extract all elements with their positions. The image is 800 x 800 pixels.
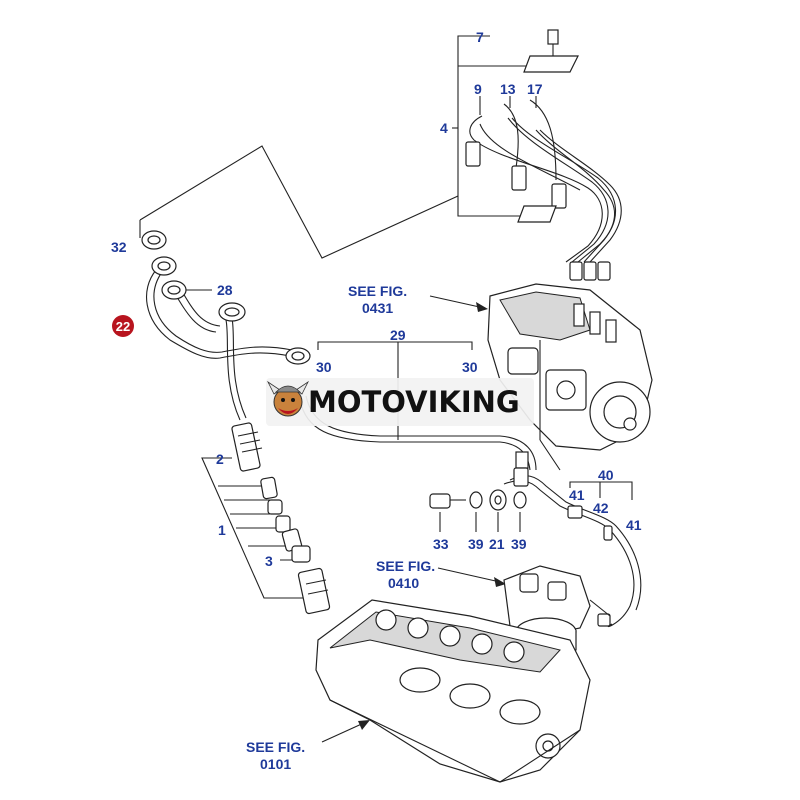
callout-30-left: 30 (316, 359, 332, 375)
callout-29: 29 (390, 327, 406, 343)
callout-22: 22 (116, 319, 130, 334)
highlight-circle (112, 315, 134, 337)
callout-28: 28 (217, 282, 233, 298)
callout-33: 33 (433, 536, 449, 552)
leader-lines (139, 35, 633, 743)
callout-41-upper: 41 (569, 487, 585, 503)
callout-labels: 7 9 13 17 4 32 28 29 30 30 2 1 3 40 41 4… (111, 29, 642, 569)
ref-0431-line1: SEE FIG. (348, 283, 407, 299)
ref-0101-line2: 0101 (260, 756, 291, 772)
nozzle-pipes (141, 230, 311, 421)
callout-3: 3 (265, 553, 273, 569)
callout-41-lower: 41 (626, 517, 642, 533)
callout-39-right: 39 (511, 536, 527, 552)
watermark-text: MOTOVIKING (308, 385, 520, 419)
callout-30-right: 30 (462, 359, 478, 375)
callout-1: 1 (218, 522, 226, 538)
callout-21: 21 (489, 536, 505, 552)
callout-4: 4 (440, 120, 448, 136)
callout-32: 32 (111, 239, 127, 255)
callout-42: 42 (593, 500, 609, 516)
viking-mascot-icon (266, 380, 310, 417)
injection-pump (487, 283, 653, 471)
return-fittings (429, 467, 642, 628)
injector-nozzle-assembly (231, 422, 331, 615)
ref-0101-line1: SEE FIG. (246, 739, 305, 755)
ref-0431-line2: 0431 (362, 300, 393, 316)
callout-9: 9 (474, 81, 482, 97)
watermark: MOTOVIKING (266, 378, 534, 426)
callout-7: 7 (476, 29, 484, 45)
callout-13: 13 (500, 81, 516, 97)
callout-2: 2 (216, 451, 224, 467)
callout-22-marker: 22 (112, 315, 134, 337)
ref-0410-line2: 0410 (388, 575, 419, 591)
figure-references: SEE FIG. 0431 SEE FIG. 0410 SEE FIG. 010… (246, 283, 435, 772)
cylinder-head (315, 599, 591, 783)
ref-0410-line1: SEE FIG. (376, 558, 435, 574)
callout-40: 40 (598, 467, 614, 483)
callout-17: 17 (527, 81, 543, 97)
watermark-background (266, 378, 534, 426)
injection-pipe-set (465, 29, 622, 281)
callout-39-left: 39 (468, 536, 484, 552)
